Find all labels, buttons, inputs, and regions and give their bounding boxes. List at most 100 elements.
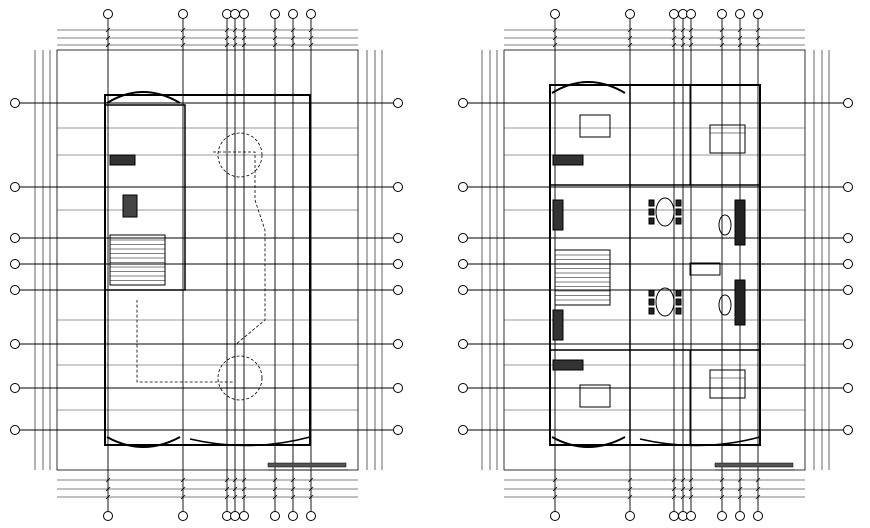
plan-frame <box>56 49 359 471</box>
dimension-tick <box>232 42 238 48</box>
dimension-tick <box>105 27 111 33</box>
bed <box>579 114 611 138</box>
dimension-tick <box>671 42 677 48</box>
grid-bubble-right <box>843 98 853 108</box>
grid-bubble-top <box>288 9 298 19</box>
garden-circle-bottom <box>217 355 263 401</box>
grid-bubble-left <box>10 259 20 269</box>
dimension-tick <box>719 35 725 41</box>
grid-bubble-left <box>458 233 468 243</box>
building-outline <box>104 94 311 446</box>
left-plan <box>10 9 403 521</box>
grid-bubble-left <box>10 425 20 435</box>
grid-bubble-bottom <box>178 511 188 521</box>
grid-bubble-right <box>843 339 853 349</box>
dimension-tick <box>688 42 694 48</box>
plan-frame <box>503 49 806 471</box>
dimension-tick <box>180 494 186 500</box>
dimension-tick <box>232 486 238 492</box>
dimension-tick <box>627 494 633 500</box>
grid-bubble-top <box>103 9 113 19</box>
coffee-table <box>718 294 732 316</box>
dimension-tick <box>552 486 558 492</box>
dimension-tick <box>680 35 686 41</box>
dimension-tick <box>308 494 314 500</box>
grid-bubble-bottom <box>717 511 727 521</box>
grid-bubble-left <box>458 339 468 349</box>
bay-window-top <box>106 91 181 104</box>
dimension-tick <box>671 494 677 500</box>
dining-table <box>655 197 675 227</box>
dimension-tick <box>105 494 111 500</box>
dimension-tick <box>224 486 230 492</box>
grid-bubble-top <box>550 9 560 19</box>
coffee-table <box>718 214 732 236</box>
dimension-tick <box>241 42 247 48</box>
dimension-tick <box>688 477 694 483</box>
grid-bubble-left <box>458 285 468 295</box>
dimension-tick <box>671 35 677 41</box>
dimension-tick <box>272 477 278 483</box>
chair <box>675 289 682 297</box>
bay-window-bottom-right <box>639 436 761 447</box>
dimension-tick <box>552 42 558 48</box>
bed <box>709 369 746 399</box>
dimension-tick <box>224 27 230 33</box>
dimension-tick <box>627 35 633 41</box>
dimension-tick <box>272 27 278 33</box>
dimension-tick <box>627 27 633 33</box>
grid-bubble-left <box>458 98 468 108</box>
dimension-tick <box>680 42 686 48</box>
grid-bubble-left <box>10 285 20 295</box>
grid-bubble-top <box>306 9 316 19</box>
grid-bubble-right <box>843 233 853 243</box>
garden-path-dashed <box>136 151 266 383</box>
dimension-tick <box>290 486 296 492</box>
grid-bubble-right <box>393 285 403 295</box>
dimension-tick <box>680 27 686 33</box>
dimension-tick <box>224 477 230 483</box>
grid-bubble-right <box>393 339 403 349</box>
grid-bubble-top <box>230 9 240 19</box>
cabinet <box>122 194 138 218</box>
dimension-tick <box>719 27 725 33</box>
sofa-center <box>689 262 721 276</box>
bay-window-bottom <box>551 436 626 448</box>
grid-bubble-left <box>10 182 20 192</box>
kitchen-counter <box>552 199 564 231</box>
chair <box>675 307 682 315</box>
bathroom-fixture <box>552 359 584 371</box>
grid-bubble-top <box>625 9 635 19</box>
garden-circle-top <box>217 132 263 178</box>
plan-title-caption <box>267 462 347 468</box>
dimension-tick <box>737 494 743 500</box>
dimension-tick <box>755 27 761 33</box>
plan-title-caption <box>714 462 794 468</box>
dimension-tick <box>308 42 314 48</box>
chair <box>675 199 682 207</box>
dimension-tick <box>272 494 278 500</box>
dimension-tick <box>180 477 186 483</box>
dimension-tick <box>755 35 761 41</box>
dimension-tick <box>105 477 111 483</box>
dimension-tick <box>737 477 743 483</box>
grid-bubble-right <box>843 182 853 192</box>
sofa <box>734 199 746 246</box>
dimension-tick <box>671 27 677 33</box>
grid-bubble-left <box>10 383 20 393</box>
dimension-tick <box>627 486 633 492</box>
grid-bubble-top <box>686 9 696 19</box>
dimension-tick <box>755 477 761 483</box>
grid-bubble-top <box>735 9 745 19</box>
dimension-tick <box>688 27 694 33</box>
chair <box>675 208 682 216</box>
grid-bubble-top <box>270 9 280 19</box>
dimension-tick <box>241 27 247 33</box>
grid-bubble-right <box>393 233 403 243</box>
dimension-tick <box>627 477 633 483</box>
dimension-tick <box>680 486 686 492</box>
chair <box>648 217 655 225</box>
sofa <box>734 279 746 326</box>
grid-bubble-right <box>393 383 403 393</box>
